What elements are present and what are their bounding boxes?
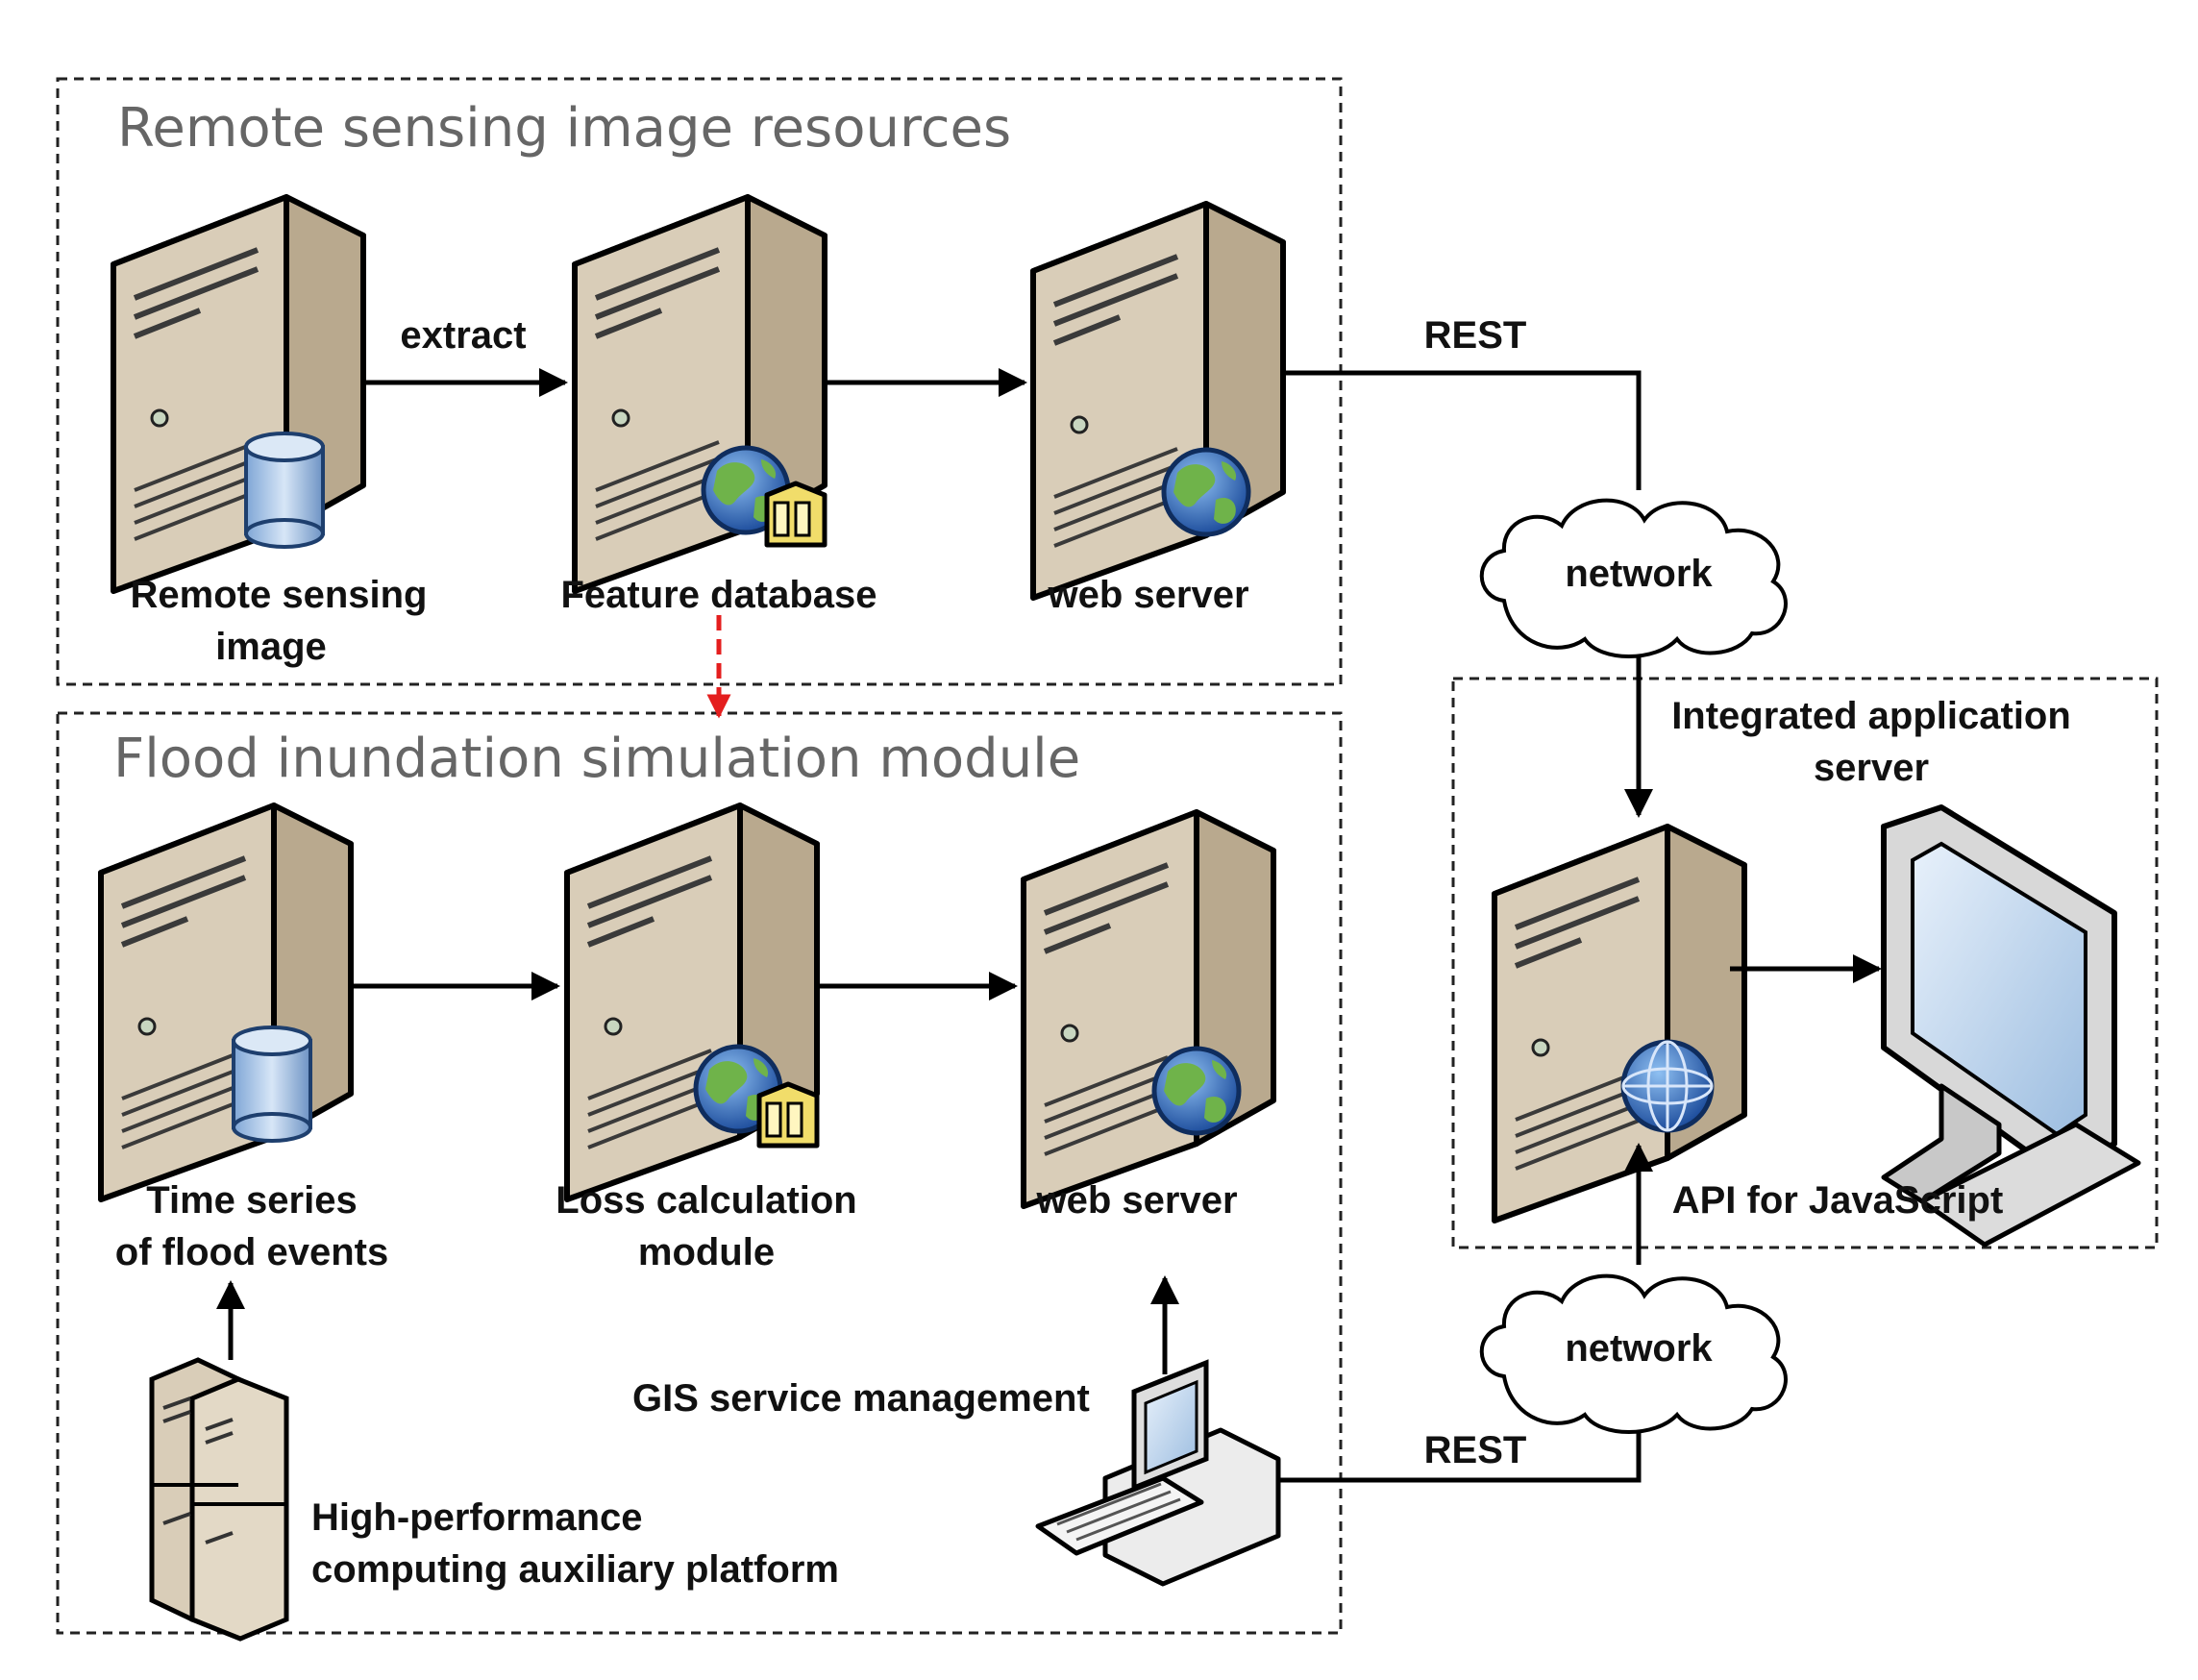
web-server-top-icon — [1033, 204, 1283, 598]
web-server-bottom-icon — [1024, 812, 1273, 1206]
node-label-hpc-2: computing auxiliary platform — [311, 1548, 839, 1591]
time-series-server-icon — [101, 805, 351, 1199]
node-label-feature-db: Feature database — [560, 574, 877, 616]
node-label-network-top: network — [1565, 553, 1713, 595]
node-label-web-server-top: web server — [1047, 574, 1248, 616]
edge-rest-top — [1283, 370, 1642, 490]
node-label-integrated-2: server — [1814, 747, 1929, 789]
node-label-loss-calc-1: Loss calculation — [556, 1179, 856, 1222]
remote-sensing-group-frame — [56, 77, 1343, 686]
feature-database-server-icon — [575, 197, 825, 591]
edge-label-rest-top: REST — [1424, 314, 1527, 357]
hpc-cluster-icon — [149, 1357, 289, 1642]
node-label-time-series-1: Time series — [146, 1179, 357, 1222]
remote-sensing-group-title: Remote sensing image resources — [117, 97, 1011, 160]
node-label-integrated-1: Integrated application — [1671, 695, 2071, 737]
flood-simulation-group-title: Flood inundation simulation module — [113, 728, 1080, 790]
edge-label-rest-bottom: REST — [1424, 1429, 1527, 1471]
remote-sensing-image-server-icon — [113, 197, 363, 591]
node-label-web-server-bottom: web server — [1035, 1179, 1237, 1222]
node-label-hpc-1: High-performance — [311, 1496, 643, 1539]
node-label-network-bottom: network — [1565, 1327, 1713, 1370]
edge-rest-bottom — [1278, 1432, 1642, 1483]
flood-simulation-group-frame — [56, 711, 1343, 1635]
monitor-icon — [1881, 804, 2141, 1248]
gis-workstation-icon — [1035, 1359, 1281, 1587]
node-label-rs-image-2: image — [215, 626, 327, 668]
node-label-gis-mgmt: GIS service management — [632, 1377, 1090, 1420]
integrated-server-group-frame — [1451, 677, 2159, 1249]
node-label-loss-calc-2: module — [638, 1231, 775, 1273]
node-label-time-series-2: of flood events — [115, 1231, 388, 1273]
integrated-application-server-icon — [1494, 827, 1744, 1221]
loss-calculation-server-icon — [567, 805, 817, 1199]
node-label-api: API for JavaScript — [1672, 1179, 2004, 1222]
node-label-rs-image-1: Remote sensing — [131, 574, 428, 616]
edge-label-extract: extract — [400, 314, 526, 357]
